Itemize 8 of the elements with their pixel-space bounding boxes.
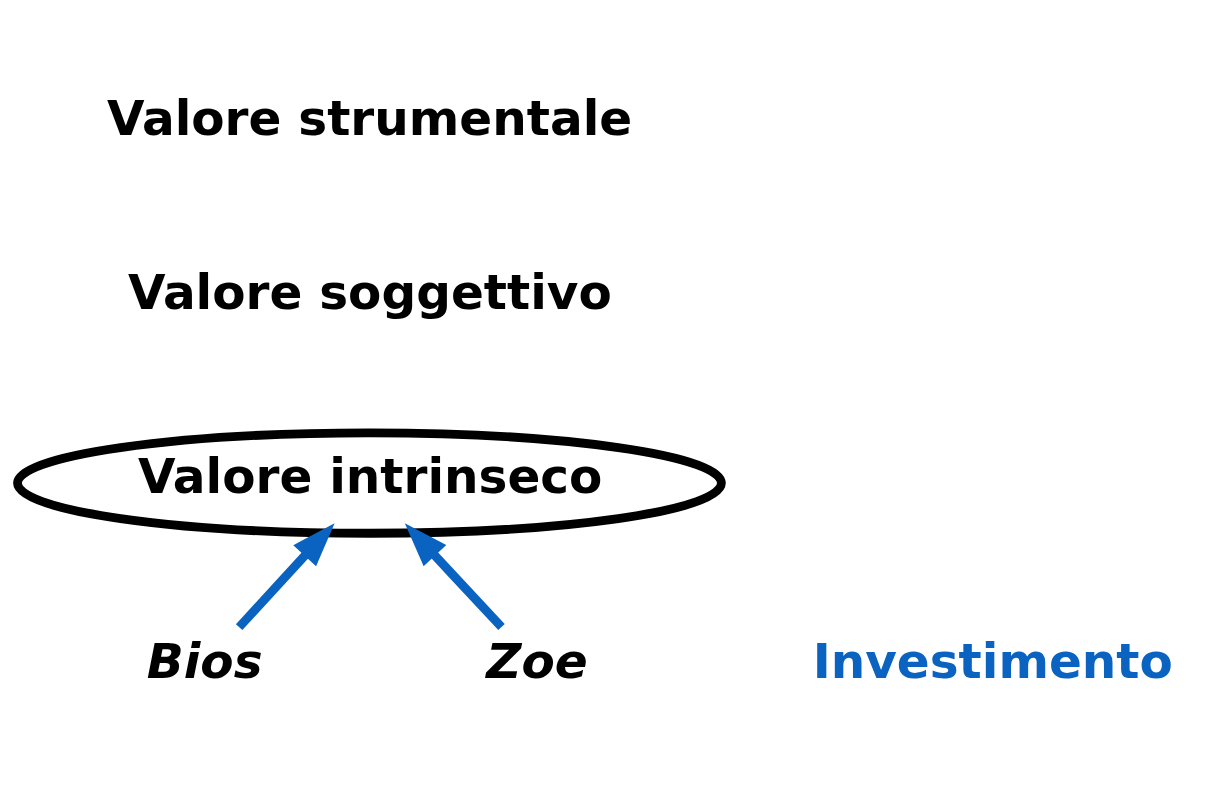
label: Investimento bbox=[812, 632, 1173, 689]
node-text: Bios bbox=[146, 632, 263, 689]
label: Valore strumentale bbox=[107, 89, 633, 146]
node-ellipse: Valore intrinseco bbox=[13, 428, 726, 538]
arrow bbox=[235, 523, 335, 631]
node-text: Zoe bbox=[486, 632, 588, 689]
arrow bbox=[404, 523, 505, 631]
label: Valore soggettivo bbox=[128, 263, 612, 320]
